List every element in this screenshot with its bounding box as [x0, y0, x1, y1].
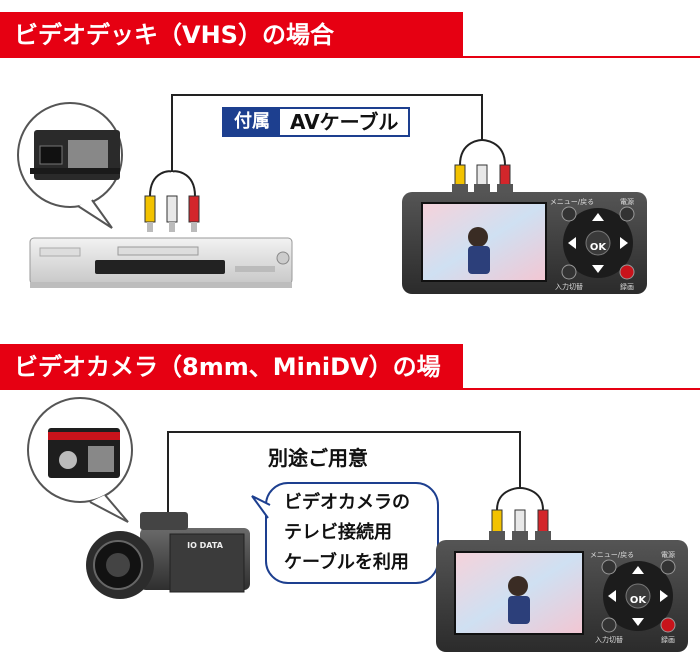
camcorder	[86, 512, 250, 599]
ok-label-1: OK	[590, 242, 608, 253]
note-line-3: ケーブルを利用	[284, 552, 409, 573]
camera-brand-badge: IO DATA	[187, 541, 224, 550]
rca-plugs-recorder-2	[489, 509, 551, 541]
section2-rule	[0, 388, 700, 390]
camera-cable-2	[167, 431, 544, 528]
av-cable-1	[149, 94, 506, 197]
note-bubble-text: ビデオカメラの テレビ接続用 ケーブルを利用	[284, 488, 410, 578]
cable-label-included: 付属	[224, 109, 280, 135]
input-label-2: 入力切替	[595, 635, 623, 644]
section1-title: ビデオデッキ（VHS）の場合	[14, 21, 334, 49]
menu-label-1: メニュー/戻る	[550, 197, 594, 206]
separately-prepared-label: 別途ご用意	[268, 446, 368, 470]
rca-plugs-recorder-1	[452, 164, 513, 194]
section1-rule	[0, 56, 700, 58]
record-label-2: 録画	[661, 635, 675, 644]
cable-label-av: AVケーブル	[280, 109, 409, 135]
menu-label-2: メニュー/戻る	[590, 550, 634, 559]
included-av-cable-label: 付属 AVケーブル	[222, 107, 411, 137]
power-label-1: 電源	[620, 197, 634, 206]
power-label-2: 電源	[661, 550, 675, 559]
note-line-1: ビデオカメラの	[284, 492, 410, 513]
vhs-tape-icon	[30, 130, 120, 180]
recorder-device-1	[402, 192, 647, 294]
rca-plugs-vcr	[144, 195, 200, 232]
note-bubble	[251, 482, 439, 584]
vcr-deck	[29, 237, 293, 288]
8mm-tape-icon	[48, 428, 120, 478]
vhs-bubble	[17, 102, 123, 229]
section1-banner: ビデオデッキ（VHS）の場合	[0, 12, 463, 58]
section2-title: ビデオカメラ（8mm、MiniDV）の場合	[14, 353, 441, 427]
tape-bubble	[27, 397, 133, 523]
recorder-device-2	[436, 540, 688, 652]
record-label-1: 録画	[620, 282, 634, 291]
input-label-1: 入力切替	[555, 282, 583, 291]
note-line-2: テレビ接続用	[284, 522, 392, 543]
section2-banner: ビデオカメラ（8mm、MiniDV）の場合	[0, 344, 463, 427]
ok-label-2: OK	[630, 595, 648, 606]
